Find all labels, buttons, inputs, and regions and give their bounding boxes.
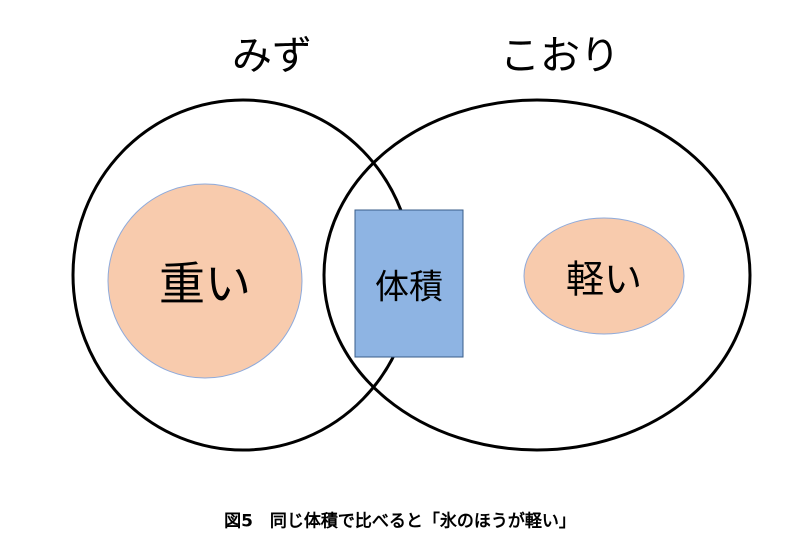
ice-label: こおり xyxy=(500,33,620,79)
ice-set-circle xyxy=(322,98,752,452)
caption: 図5 同じ体積で比べると「氷のほうが軽い」 xyxy=(224,511,576,532)
light-ellipse xyxy=(523,217,685,335)
heavy-circle xyxy=(107,183,303,379)
volume-label: 体積 xyxy=(375,267,443,308)
volume-box xyxy=(354,209,464,358)
heavy-label: 重い xyxy=(159,257,251,311)
light-label: 軽い xyxy=(565,257,643,302)
water-label: みず xyxy=(232,33,312,79)
